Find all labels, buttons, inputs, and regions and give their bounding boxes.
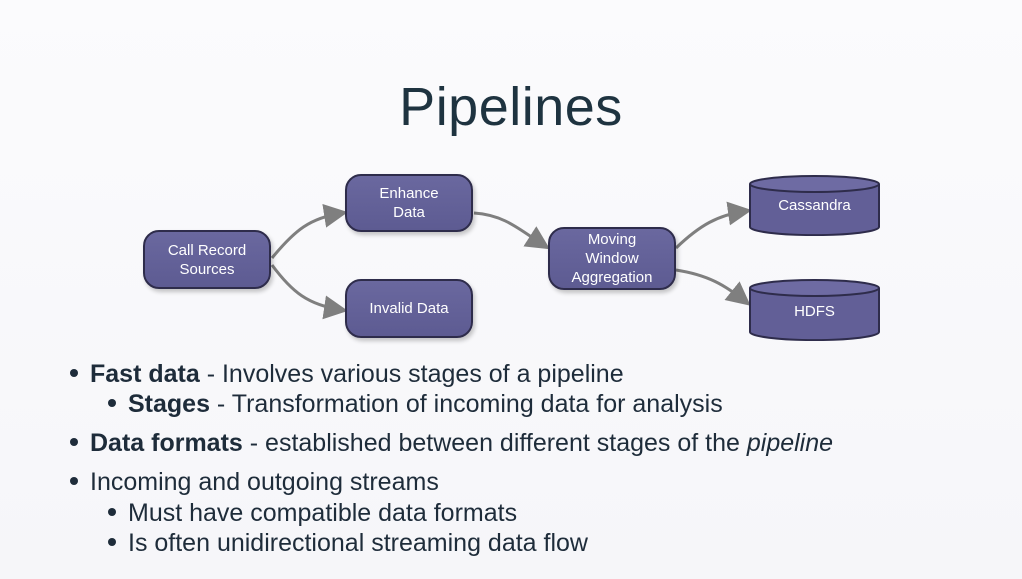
- bullet-dot-icon: [108, 399, 116, 408]
- bullet-unidirectional: Is often unidirectional streaming data f…: [108, 529, 588, 558]
- bullet-dot-icon: [108, 538, 116, 547]
- bullet-dot-icon: [70, 438, 78, 447]
- bullet-dot-icon: [70, 477, 78, 486]
- arrow-moving-to-cassandra: [674, 201, 752, 250]
- bullet-text: - Involves various stages of a pipeline: [199, 360, 624, 388]
- database-cylinder-icon: [749, 279, 880, 341]
- node-invalid-data: Invalid Data: [345, 279, 473, 338]
- bullet-fast-data: Fast data - Involves various stages of a…: [70, 360, 624, 389]
- node-cassandra: Cassandra: [749, 175, 880, 236]
- bullet-text: Is often unidirectional streaming data f…: [128, 529, 588, 557]
- bullet-dot-icon: [108, 508, 116, 517]
- bullet-text: - Transformation of incoming data for an…: [209, 390, 723, 418]
- arrow-enhance-to-moving: [473, 211, 551, 250]
- node-hdfs: HDFS: [749, 279, 880, 341]
- database-cylinder-icon: [749, 175, 880, 236]
- hdfs-label: HDFS: [794, 303, 835, 320]
- bullet-data-formats: Data formats - established between diffe…: [70, 429, 833, 458]
- bullet-compatible-formats: Must have compatible data formats: [108, 499, 517, 528]
- bullet-italic: pipeline: [746, 429, 834, 457]
- bullet-text: Must have compatible data formats: [128, 499, 518, 527]
- node-call-record-sources: Call Record Sources: [143, 230, 271, 289]
- bullet-text: - established between different stages o…: [242, 429, 747, 457]
- bullet-text: Incoming and outgoing streams: [90, 468, 439, 496]
- slide-title: Pipelines: [399, 77, 623, 137]
- bullet-stages: Stages - Transformation of incoming data…: [108, 390, 723, 419]
- bullet-bold: Fast data: [90, 360, 200, 388]
- bullet-bold: Data formats: [90, 429, 243, 457]
- cassandra-label: Cassandra: [778, 197, 851, 214]
- node-enhance-data: Enhance Data: [345, 174, 473, 232]
- arrow-moving-to-hdfs: [675, 268, 751, 306]
- bullet-dot-icon: [70, 369, 78, 378]
- arrow-call-to-enhance: [270, 203, 348, 259]
- bullet-bold: Stages: [128, 390, 210, 418]
- node-moving-window-aggregation: Moving Window Aggregation: [548, 227, 676, 290]
- bullet-streams: Incoming and outgoing streams: [70, 468, 439, 497]
- arrow-call-to-invalid: [270, 264, 348, 320]
